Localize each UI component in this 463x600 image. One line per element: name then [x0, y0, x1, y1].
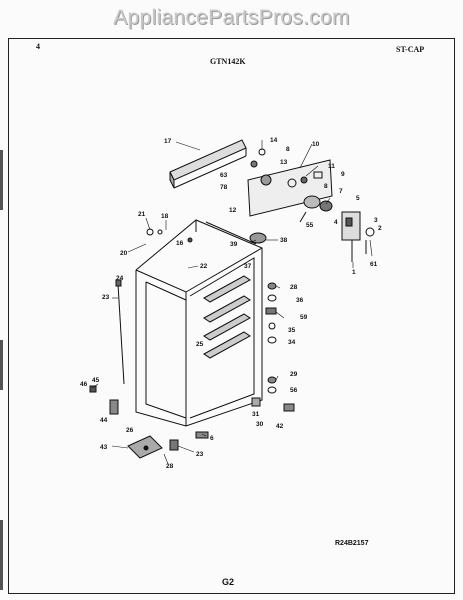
callout-10: 10: [312, 141, 320, 148]
callout-28: 28: [166, 463, 174, 470]
callout-30: 30: [256, 421, 264, 428]
callout-13: 13: [280, 159, 288, 166]
callout-55: 55: [306, 222, 314, 229]
thermostat-assembly-part: [299, 195, 333, 223]
scan-edge-mark: [0, 150, 3, 210]
scan-edge-mark: [0, 340, 3, 390]
callout-16: 16: [176, 240, 184, 247]
callout-23: 23: [102, 294, 110, 301]
callout-8: 8: [286, 146, 290, 153]
callout-1: 1: [352, 269, 356, 276]
callout-labels: 17 14 8 13 10 11 9 8 7 5 63 78 12 55 3 4…: [80, 137, 382, 470]
hinge-rod-part: [115, 279, 125, 385]
light-switch-part: [341, 211, 375, 262]
diagram-frame: [8, 38, 455, 594]
leader-lines: [91, 140, 373, 465]
callout-18: 18: [161, 213, 169, 220]
callout-7: 7: [339, 188, 343, 195]
callout-24: 24: [116, 275, 124, 282]
callout-12: 12: [229, 207, 237, 214]
callout-25: 25: [196, 341, 204, 348]
callout-20: 20: [120, 250, 128, 257]
bottom-hinge-part: [127, 435, 163, 459]
callout-6: 6: [210, 435, 214, 442]
callout-59: 59: [300, 314, 308, 321]
callout-38: 38: [280, 237, 288, 244]
callout-9: 9: [341, 171, 345, 178]
callout-61: 61: [370, 261, 378, 268]
callout-26: 26: [126, 427, 134, 434]
callout-2: 2: [378, 225, 382, 232]
watermark: AppliancePartsPros.com: [113, 6, 350, 29]
callout-17: 17: [164, 138, 172, 145]
callout-43: 43: [100, 444, 108, 451]
shelf-parts: [203, 275, 251, 359]
callout-31: 31: [252, 411, 260, 418]
small-hardware-parts: [146, 148, 295, 451]
callout-29: 29: [290, 371, 298, 378]
scan-edge-mark: [0, 520, 3, 590]
callout-28: 28: [290, 284, 298, 291]
callout-3: 3: [374, 217, 378, 224]
callout-78: 78: [220, 184, 228, 191]
top-trim-part: [169, 139, 247, 189]
leveling-leg-part: [89, 385, 119, 415]
callout-56: 56: [290, 387, 298, 394]
model-number: GTN142K: [210, 57, 246, 66]
callout-42: 42: [276, 423, 284, 430]
callout-44: 44: [100, 417, 108, 424]
reference-code: R24B2157: [335, 540, 369, 547]
callout-11: 11: [328, 163, 335, 170]
callout-39: 39: [230, 241, 238, 248]
page-label: G2: [222, 577, 235, 587]
callout-36: 36: [296, 297, 304, 304]
callout-5: 5: [356, 195, 360, 202]
callout-22: 22: [200, 263, 208, 270]
callout-35: 35: [288, 327, 296, 334]
callout-63: 63: [220, 172, 228, 179]
callout-23: 23: [196, 451, 204, 458]
callout-21: 21: [138, 211, 146, 218]
callout-14: 14: [270, 137, 278, 144]
page-number: 4: [36, 42, 40, 51]
callout-46: 46: [80, 381, 88, 388]
cabinet-shell-part: [135, 219, 263, 427]
callout-37: 37: [244, 263, 252, 270]
callout-8: 8: [324, 183, 328, 190]
control-panel-part: [247, 159, 333, 217]
section-code: ST-CAP: [396, 45, 425, 54]
callout-4: 4: [334, 219, 338, 226]
callout-45: 45: [92, 377, 100, 384]
callout-34: 34: [288, 339, 296, 346]
